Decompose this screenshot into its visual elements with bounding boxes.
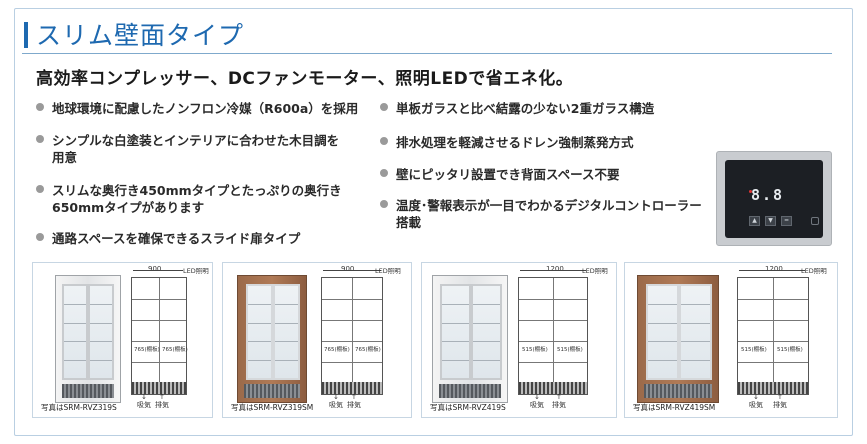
bullet-icon [380, 169, 388, 177]
feature-item: 排水処理を軽減させるドレン強制蒸発方式 [380, 134, 634, 151]
refrigerator-photo [637, 275, 719, 403]
lead-text: 高効率コンプレッサー、DCファンモーター、照明LEDで省エネ化。 [36, 69, 574, 89]
up-arrow-icon: ▲ [749, 216, 760, 226]
feature-item: 地球環境に配慮したノンフロン冷媒（R600a）を採用 [36, 100, 358, 117]
shelf-dimension: 515(棚板) [741, 347, 767, 354]
width-dimension: 1200 [546, 265, 564, 273]
feature-item: 通路スペースを確保できるスライド扉タイプ [36, 230, 300, 247]
feature-list-left: 地球環境に配慮したノンフロン冷媒（R600a）を採用 シンプルな白塗装とインテリ… [36, 100, 376, 260]
feature-item-continued: 搭載 [396, 215, 422, 230]
front-view-drawing: 765(棚板) 765(棚板) [131, 277, 188, 395]
refrigerator-photo [55, 275, 121, 403]
shelf-dimension: 515(棚板) [557, 347, 583, 354]
sensor-icon [811, 217, 819, 225]
exhaust-arrow-icon: ↑排気 [552, 393, 566, 409]
glass-door [471, 284, 502, 380]
product-panel: 1200 LED照明 515(棚板) 515(棚板) ↓吸気 ↑排気 写真はSR… [421, 262, 617, 418]
feature-item-continued: 650mmタイプがあります [52, 200, 205, 215]
glass-door [88, 284, 114, 380]
glass-door [246, 284, 273, 380]
feature-item: 単板ガラスと比べ結露の少ない2重ガラス構造 [380, 100, 654, 117]
bullet-icon [380, 137, 388, 145]
shelf-dimension: 515(棚板) [777, 347, 803, 354]
intake-arrow-icon: ↓吸気 [137, 393, 151, 409]
bullet-icon [36, 103, 44, 111]
vent-grill [244, 384, 300, 398]
bullet-icon [36, 233, 44, 241]
down-arrow-icon: ▼ [765, 216, 776, 226]
bullet-icon [380, 103, 388, 111]
led-callout: LED照明 [183, 267, 209, 275]
shelf-dimension: 765(棚板) [324, 347, 350, 354]
intake-arrow-icon: ↓吸気 [749, 393, 763, 409]
section-header: スリム壁面タイプ [22, 14, 832, 54]
controller-display: 8.8 [751, 186, 785, 204]
shelf-dimension: 515(棚板) [522, 347, 548, 354]
glass-door [440, 284, 471, 380]
front-view-drawing: 515(棚板) 515(棚板) [737, 277, 809, 395]
front-view-drawing: 515(棚板) 515(棚板) [518, 277, 588, 395]
shelf-dimension: 765(棚板) [134, 347, 160, 354]
product-panel: 900 LED照明 765(棚板) 765(棚板) ↓吸気 ↑排気 写真はSRM… [32, 262, 213, 418]
glass-door [646, 284, 679, 380]
intake-arrow-icon: ↓吸気 [329, 393, 343, 409]
set-button-icon: ━ [781, 216, 792, 226]
shelf-dimension: 765(棚板) [355, 347, 381, 354]
vent-grill [644, 384, 712, 398]
vent-grill [519, 382, 587, 394]
feature-item: スリムな奥行き450mmタイプとたっぷりの奥行き [36, 182, 342, 199]
bullet-icon [380, 200, 388, 208]
front-view-drawing: 765(棚板) 765(棚板) [321, 277, 383, 395]
width-dimension: 1200 [765, 265, 783, 273]
glass-door [273, 284, 300, 380]
product-panel: 1200 LED照明 515(棚板) 515(棚板) ↓吸気 ↑排気 写真はSR… [624, 262, 838, 418]
width-dimension: 900 [148, 265, 162, 273]
digital-controller-photo: 8.8 ▲ ▼ ━ [716, 151, 832, 246]
photo-caption: 写真はSRM-RVZ319SM [231, 403, 314, 412]
led-callout: LED照明 [801, 267, 827, 275]
vent-grill [322, 382, 382, 394]
refrigerator-photo [237, 275, 307, 403]
width-dimension: 900 [341, 265, 355, 273]
photo-caption: 写真はSRM-RVZ419SM [633, 403, 716, 412]
controller-face: 8.8 ▲ ▼ ━ [725, 160, 823, 238]
exhaust-arrow-icon: ↑排気 [347, 393, 361, 409]
vent-grill [132, 382, 186, 394]
vent-grill [62, 384, 114, 398]
led-callout: LED照明 [375, 267, 401, 275]
photo-caption: 写真はSRM-RVZ319S [41, 403, 117, 412]
header-accent-bar [24, 22, 28, 48]
vent-grill [738, 382, 808, 394]
intake-arrow-icon: ↓吸気 [530, 393, 544, 409]
section-title: スリム壁面タイプ [36, 21, 245, 50]
bullet-icon [36, 135, 44, 143]
vent-grill [439, 384, 501, 398]
indicator-led-icon [749, 190, 752, 193]
glass-door [679, 284, 712, 380]
shelf-dimension: 765(棚板) [162, 347, 188, 354]
feature-list-right: 単板ガラスと比べ結露の少ない2重ガラス構造 排水処理を軽減させるドレン強制蒸発方… [380, 100, 720, 240]
glass-door [62, 284, 88, 380]
exhaust-arrow-icon: ↑排気 [773, 393, 787, 409]
feature-item: シンプルな白塗装とインテリアに合わせた木目調を [36, 132, 339, 149]
photo-caption: 写真はSRM-RVZ419S [430, 403, 506, 412]
feature-item: 壁にピッタリ設置でき背面スペース不要 [380, 166, 620, 183]
refrigerator-photo [432, 275, 508, 403]
feature-item-continued: 用意 [52, 150, 78, 165]
exhaust-arrow-icon: ↑排気 [155, 393, 169, 409]
product-panel: 900 LED照明 765(棚板) 765(棚板) ↓吸気 ↑排気 写真はSRM… [222, 262, 412, 418]
led-callout: LED照明 [582, 267, 608, 275]
bullet-icon [36, 185, 44, 193]
feature-item: 温度･警報表示が一目でわかるデジタルコントローラー [380, 197, 702, 214]
